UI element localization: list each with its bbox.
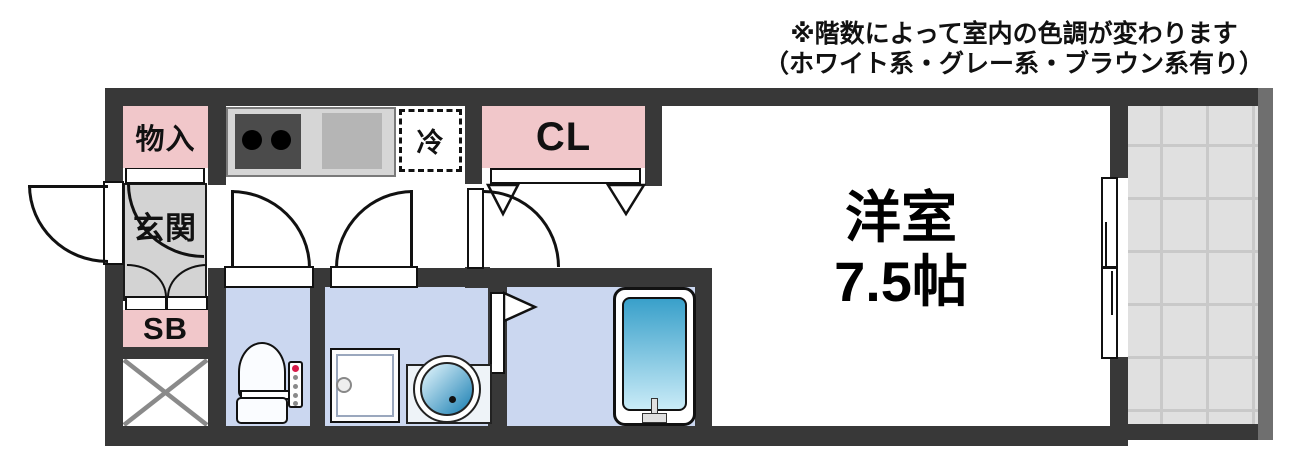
main-room: 洋室 7.5帖	[702, 186, 1100, 315]
wall-closet-right	[645, 106, 662, 186]
toilet-door-opening	[224, 266, 314, 288]
toilet-door-swing	[231, 190, 311, 268]
toilet-panel-dot	[293, 401, 298, 406]
color-note-line1: ※階数によって室内の色調が変わります	[790, 20, 1238, 48]
window-glass-line-bottom	[1111, 271, 1113, 315]
toilet-panel-dot	[293, 393, 298, 398]
shaft-cross-icon	[123, 359, 208, 426]
washroom-door-swing	[335, 190, 413, 268]
stove-burner-right	[271, 130, 291, 150]
window-sash-bottom	[1101, 267, 1118, 359]
wall-closet-left	[465, 106, 482, 184]
shoe-box: SB	[123, 310, 208, 347]
wall-bath-mainroom	[695, 287, 712, 428]
entrance-label: 玄関	[133, 210, 197, 246]
wall-right-lower	[1110, 357, 1128, 446]
wall-left-upper	[105, 88, 123, 185]
closet-fold-door-icon-right	[606, 183, 646, 217]
wall-balcony-bottom	[1128, 424, 1258, 440]
main-room-size: 7.5帖	[834, 250, 968, 314]
refrigerator-space: 冷	[399, 109, 462, 172]
wall-bottom	[105, 426, 1128, 446]
entrance-closet-panel-left	[125, 296, 167, 311]
main-room-label: 洋室	[845, 186, 957, 249]
wall-storage-kitchen	[208, 106, 226, 185]
shaft-box	[123, 359, 208, 426]
toilet-tank	[236, 397, 288, 424]
bathroom-door-icon	[503, 291, 539, 323]
main-room-door-swing	[484, 190, 560, 267]
washroom-door-opening	[330, 266, 418, 288]
wall-sb-shaft-divider	[123, 347, 208, 359]
wall-door-stub	[465, 267, 490, 288]
bathroom-door-panel	[490, 292, 505, 374]
vanity-bowl	[420, 362, 474, 416]
wall-left-column-right	[208, 268, 226, 428]
vanity-drain	[449, 396, 456, 403]
storage-door-panel	[125, 167, 205, 184]
color-note-line2: （ホワイト系・グレー系・ブラウン系有り）	[763, 49, 1264, 78]
closet-label: CL	[535, 114, 592, 159]
closet-room: CL	[482, 106, 645, 168]
entrance-closet-panel-right	[166, 296, 208, 311]
main-room-door-panel	[467, 188, 484, 269]
toilet-panel-dot	[293, 375, 298, 380]
bathtub-faucet-base	[642, 413, 667, 423]
kitchen-sink	[322, 113, 382, 169]
window-glass-line-top	[1105, 222, 1107, 266]
refrigerator-label: 冷	[416, 128, 445, 158]
wall-top	[105, 88, 1258, 106]
toilet-panel-light	[292, 365, 299, 372]
color-note: ※階数によって室内の色調が変わります （ホワイト系・グレー系・ブラウン系有り）	[758, 20, 1270, 79]
wall-left-lower	[105, 263, 123, 446]
bathtub-inner	[622, 297, 687, 411]
wall-right-upper	[1110, 88, 1128, 178]
entry-door-swing	[28, 185, 108, 263]
storage-room: 物入	[123, 106, 208, 168]
stove-burner-left	[242, 130, 262, 150]
wall-toilet-washroom	[310, 287, 325, 428]
washer-drain	[336, 377, 352, 393]
closet-door-panel	[490, 168, 641, 184]
window-sash-top	[1101, 177, 1118, 268]
shoe-box-label: SB	[142, 310, 189, 346]
balcony-floor	[1128, 106, 1258, 424]
storage-label: 物入	[135, 124, 196, 156]
wall-balcony-right	[1258, 88, 1273, 440]
toilet-panel-dot	[293, 384, 298, 389]
